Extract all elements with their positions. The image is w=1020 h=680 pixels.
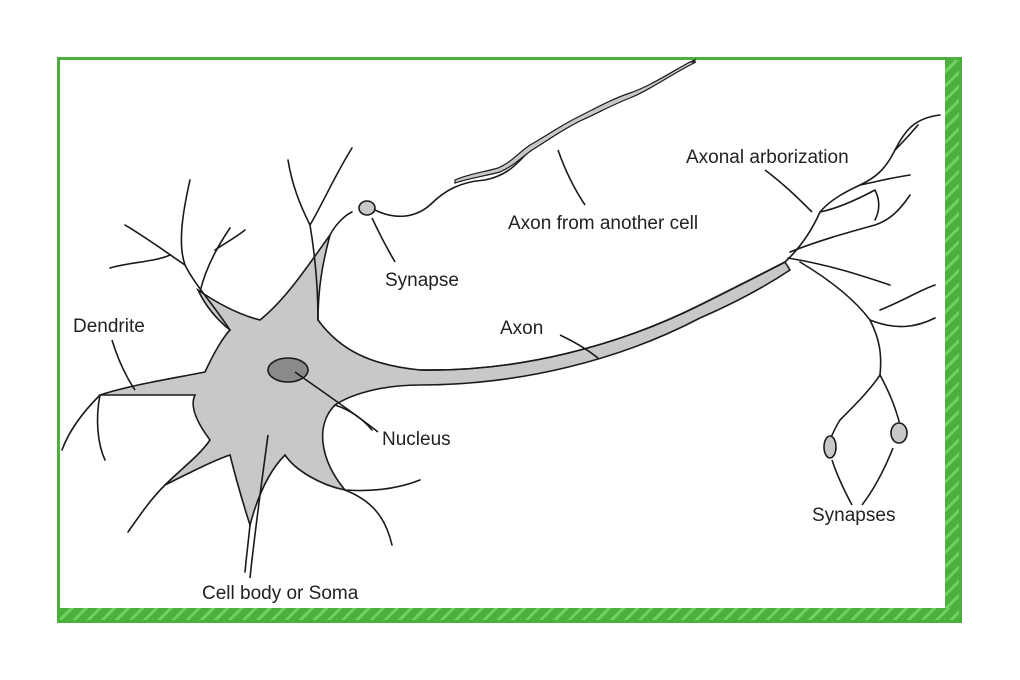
label-axon-from-another-cell: Axon from another cell bbox=[508, 213, 698, 234]
dendrites bbox=[61, 147, 421, 573]
synapse-top bbox=[358, 59, 697, 218]
label-synapse: Synapse bbox=[385, 270, 459, 291]
frame-right-stripes bbox=[945, 60, 959, 620]
label-nucleus: Nucleus bbox=[382, 429, 451, 450]
label-axonal-arborization: Axonal arborization bbox=[686, 147, 849, 168]
leader-lines bbox=[111, 149, 894, 579]
synapse-bottom-right bbox=[890, 422, 908, 444]
label-dendrite: Dendrite bbox=[73, 316, 145, 337]
frame-bottom-stripes bbox=[60, 608, 959, 620]
axon-edge bbox=[419, 261, 786, 371]
diagram-frame bbox=[57, 57, 962, 623]
label-axon: Axon bbox=[500, 318, 543, 339]
synapse-bottom-left bbox=[823, 435, 837, 459]
nucleus-shape bbox=[267, 357, 309, 383]
label-cell-body: Cell body or Soma bbox=[202, 583, 359, 604]
axonal-arborization bbox=[784, 114, 941, 441]
label-synapses: Synapses bbox=[812, 505, 895, 526]
